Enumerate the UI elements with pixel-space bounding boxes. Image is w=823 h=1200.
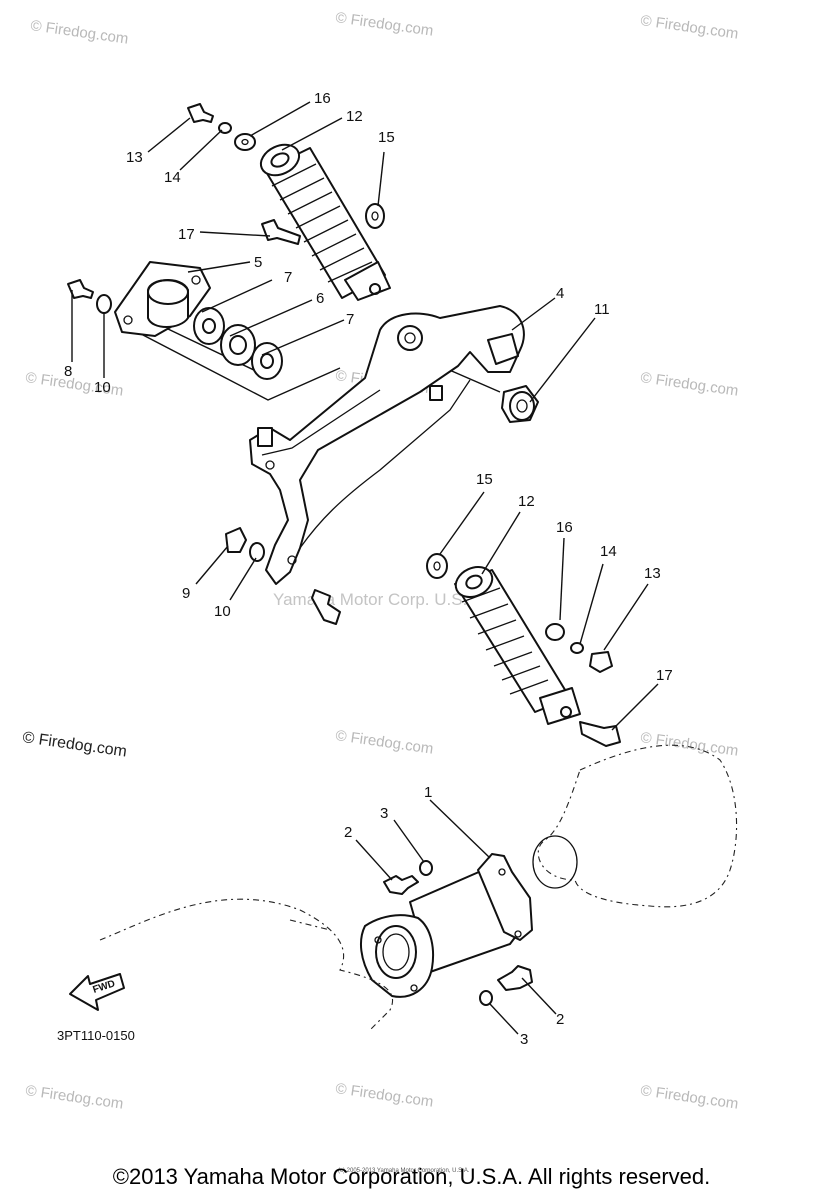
bushing bbox=[501, 385, 539, 423]
callout-12: 12 bbox=[518, 493, 535, 510]
watermark: © Firedog.com bbox=[639, 369, 739, 400]
callout-7: 7 bbox=[346, 311, 354, 328]
callout-1: 1 bbox=[424, 784, 432, 801]
callout-14: 14 bbox=[600, 543, 617, 560]
callout-12: 12 bbox=[346, 108, 363, 125]
callout-10: 10 bbox=[214, 603, 231, 620]
callout-11: 11 bbox=[594, 301, 610, 318]
callout-13: 13 bbox=[126, 149, 143, 166]
callout-4: 4 bbox=[556, 285, 564, 302]
watermark: © Firedog.com bbox=[639, 12, 739, 43]
callout-17: 17 bbox=[178, 226, 195, 243]
callout-8: 8 bbox=[64, 363, 72, 380]
center-watermark: Yamaha Motor Corp. U.S.A. bbox=[273, 590, 483, 609]
main-bracket bbox=[249, 305, 525, 585]
callout-7: 7 bbox=[284, 269, 292, 286]
upper-fasteners bbox=[67, 103, 385, 314]
lower-right-fasteners bbox=[426, 553, 621, 747]
callout-3: 3 bbox=[520, 1031, 528, 1048]
watermark: © Firedog.com bbox=[639, 729, 739, 760]
engine-outline bbox=[532, 744, 738, 908]
callout-17: 17 bbox=[656, 667, 673, 684]
callout-6: 6 bbox=[316, 290, 324, 307]
bracket-plate bbox=[114, 261, 211, 337]
watermark: © Firedog.com bbox=[24, 1082, 124, 1113]
watermark: © Firedog.com bbox=[334, 727, 434, 758]
frame-outline bbox=[99, 898, 394, 1031]
callout-13: 13 bbox=[644, 565, 661, 582]
callout-16: 16 bbox=[314, 90, 331, 107]
callout-2: 2 bbox=[344, 824, 352, 841]
callout-numbers: 13 14 16 12 15 17 5 7 6 7 8 10 4 11 9 10… bbox=[64, 90, 673, 1048]
callout-16: 16 bbox=[556, 519, 573, 536]
callout-15: 15 bbox=[378, 129, 395, 146]
mount-fasteners bbox=[383, 860, 533, 1006]
footer-copyright: ©2013 Yamaha Motor Corporation, U.S.A. A… bbox=[112, 1164, 711, 1189]
bearings bbox=[193, 307, 283, 380]
callout-15: 15 bbox=[476, 471, 493, 488]
callout-9: 9 bbox=[182, 585, 190, 602]
callout-2: 2 bbox=[556, 1011, 564, 1028]
firedog-credit: © Firedog.com bbox=[21, 729, 127, 760]
watermark: © Firedog.com bbox=[29, 17, 129, 48]
watermark: © Firedog.com bbox=[334, 1080, 434, 1111]
watermark: © Firedog.com bbox=[334, 9, 434, 40]
callout-5: 5 bbox=[254, 254, 262, 271]
fwd-arrow: FWD bbox=[69, 973, 125, 1011]
engine-mount bbox=[359, 853, 533, 998]
watermark: © Firedog.com bbox=[639, 1082, 739, 1113]
small-print: (c) 2005-2013 Yamaha Motor Corporation, … bbox=[338, 1168, 470, 1174]
upper-shock-absorber bbox=[259, 143, 391, 301]
callout-10: 10 bbox=[94, 379, 111, 396]
diagram-code: 3PT110-0150 bbox=[57, 1028, 135, 1043]
callout-leaders bbox=[71, 101, 659, 1035]
callout-3: 3 bbox=[380, 805, 388, 822]
lower-left-fasteners bbox=[225, 527, 341, 625]
callout-14: 14 bbox=[164, 169, 181, 186]
lower-shock-absorber bbox=[454, 565, 581, 725]
